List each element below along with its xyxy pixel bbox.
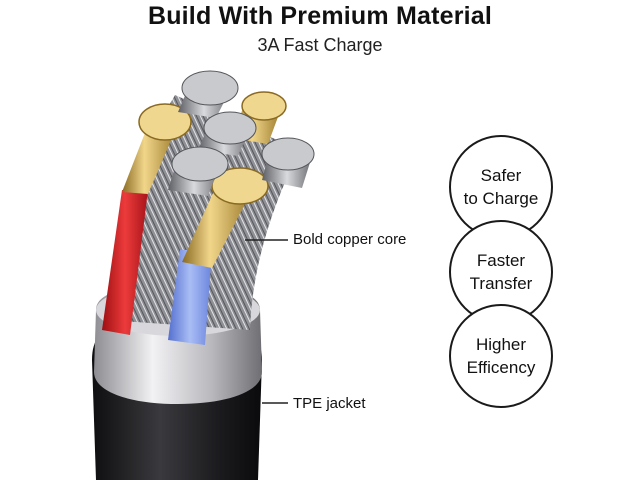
badge-line: to Charge xyxy=(463,189,539,208)
blue-wire xyxy=(168,167,269,345)
badge-line: Higher xyxy=(475,335,527,354)
badge-line: Transfer xyxy=(469,274,533,293)
page-title: Build With Premium Material xyxy=(147,2,493,30)
page-subtitle: 3A Fast Charge xyxy=(257,35,383,55)
copper-strand-bundles xyxy=(168,70,315,196)
badge-line: Efficency xyxy=(466,358,536,377)
tpe-jacket-label: TPE jacket xyxy=(293,395,366,412)
badge-line: Safer xyxy=(480,166,522,185)
red-wire xyxy=(102,103,192,335)
badge-line: Faster xyxy=(476,251,526,270)
bold-copper-core-label: Bold copper core xyxy=(293,231,407,248)
badge-higher-efficency: Higher Efficency xyxy=(449,304,553,408)
